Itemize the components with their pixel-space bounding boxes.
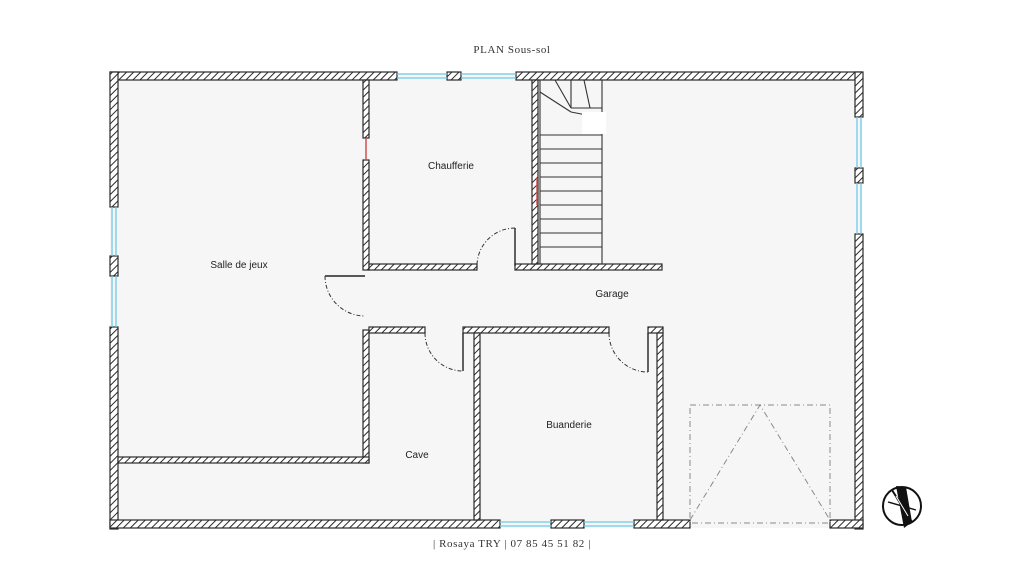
- outer-walls: [109, 71, 864, 530]
- room-label-garage: Garage: [595, 289, 629, 300]
- room-label-cave: Cave: [405, 450, 429, 461]
- room-label-salle-de-jeux: Salle de jeux: [210, 260, 267, 271]
- room-label-chaufferie: Chaufferie: [428, 161, 474, 172]
- plan-title: PLAN Sous-sol: [473, 44, 550, 56]
- floor-area: [110, 73, 862, 528]
- garage-door: [689, 404, 831, 524]
- plan-footer: | Rosaya TRY | 07 85 45 51 82 |: [433, 538, 591, 550]
- windows: [111, 73, 862, 527]
- compass-north-icon: [882, 486, 922, 528]
- doors: [324, 227, 649, 373]
- interior-walls: [117, 79, 664, 521]
- staircase: [539, 79, 606, 265]
- room-label-buanderie: Buanderie: [546, 420, 592, 431]
